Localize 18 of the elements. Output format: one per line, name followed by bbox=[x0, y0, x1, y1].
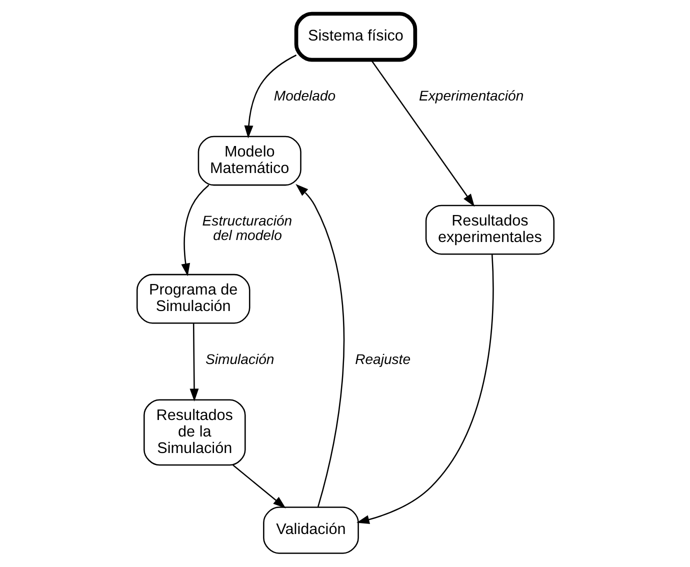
edge-label: Estructuración del modelo bbox=[202, 212, 292, 243]
node-box: Modelo Matemático bbox=[197, 136, 301, 186]
edge-label: Reajuste bbox=[354, 350, 410, 367]
node-box: Sistema físico bbox=[294, 12, 417, 62]
arrow bbox=[356, 254, 494, 524]
arrow bbox=[189, 324, 198, 402]
edge-label: Simulación bbox=[205, 350, 274, 367]
node-box: Programa de Simulación bbox=[136, 274, 250, 324]
node-box: Resultados de la Simulación bbox=[143, 399, 246, 466]
edge-label: Modelado bbox=[273, 87, 336, 104]
node-box: Resultados experimentales bbox=[424, 204, 554, 255]
edge-label: Experimentación bbox=[418, 87, 524, 104]
arrow bbox=[232, 464, 286, 508]
arrow bbox=[295, 184, 344, 508]
arrow bbox=[370, 60, 474, 207]
arrow bbox=[244, 54, 296, 138]
node-box: Validación bbox=[262, 506, 358, 554]
arrow bbox=[180, 184, 209, 276]
